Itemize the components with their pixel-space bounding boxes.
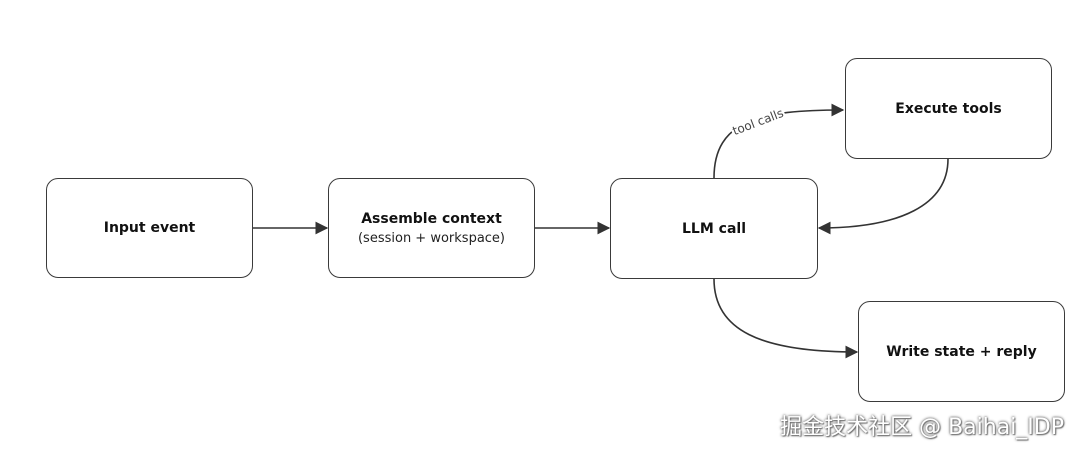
node-input-event: Input event bbox=[46, 178, 253, 278]
node-input-event-title: Input event bbox=[103, 220, 196, 236]
node-llm-call: LLM call bbox=[610, 178, 818, 279]
node-execute-tools: Execute tools bbox=[845, 58, 1052, 159]
node-assemble-context: Assemble context (session + workspace) bbox=[328, 178, 535, 278]
node-write-state-reply: Write state + reply bbox=[858, 301, 1065, 402]
edge-label-tool-calls: tool calls bbox=[731, 106, 786, 138]
node-assemble-context-subtitle: (session + workspace) bbox=[357, 230, 506, 246]
node-llm-call-title: LLM call bbox=[682, 220, 746, 237]
node-execute-tools-title: Execute tools bbox=[895, 100, 1002, 117]
edge-execute-to-llm bbox=[817, 158, 949, 235]
watermark-text: 掘金技术社区 @ Baihai_IDP bbox=[780, 415, 1064, 440]
edge-llm-to-write bbox=[713, 278, 859, 359]
node-write-state-reply-title: Write state + reply bbox=[886, 343, 1037, 360]
node-assemble-context-title: Assemble context bbox=[361, 210, 502, 227]
